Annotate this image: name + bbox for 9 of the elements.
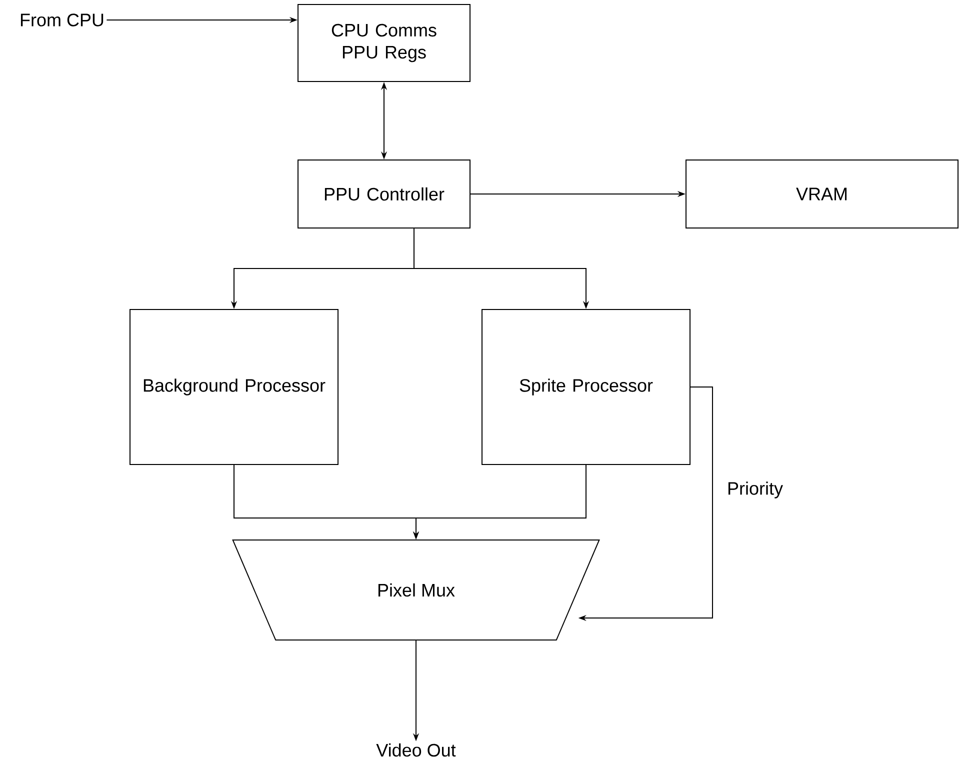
process-box: Sprite Processor xyxy=(482,309,690,465)
multiplexer-trapezoid: Pixel Mux xyxy=(232,540,600,640)
edge-label: Priority xyxy=(725,480,786,500)
memory-box: VRAM xyxy=(686,160,959,228)
process-box: PPU Controller xyxy=(298,160,470,228)
process-box: CPU Comms PPU Regs xyxy=(298,4,470,82)
output-label: Video Out xyxy=(376,743,456,757)
input-label: From CPU xyxy=(20,14,104,26)
process-box: Background Processor xyxy=(130,309,338,465)
